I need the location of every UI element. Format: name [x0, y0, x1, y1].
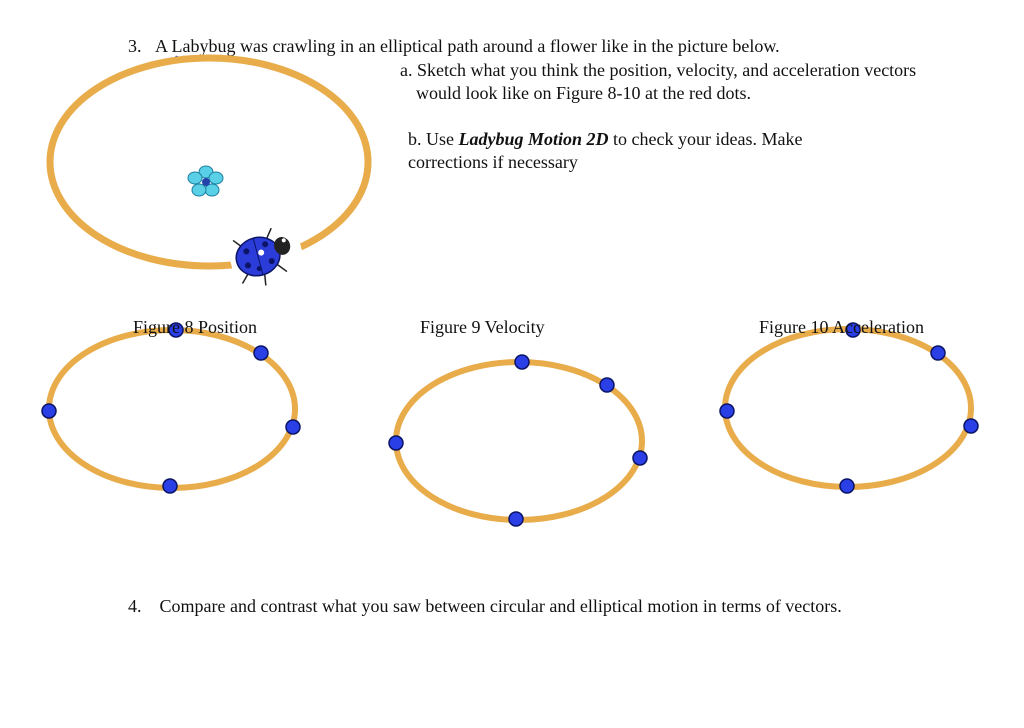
- acceleration-dot: [930, 345, 946, 361]
- velocity-dot: [388, 435, 404, 451]
- figure-8-caption: Figure 8 Position: [133, 317, 258, 337]
- position-dot: [162, 478, 178, 494]
- position-dot: [168, 322, 184, 338]
- part-a-line-2: would look like on Figure 8-10 at the re…: [416, 83, 751, 103]
- question-3-line: 3. A Labybug was crawling in an elliptic…: [128, 35, 780, 57]
- question-4-number: 4.: [128, 596, 142, 616]
- misspelled-word: Labybug: [171, 36, 236, 56]
- velocity-dot: [508, 511, 524, 527]
- part-a-line-1: a. Sketch what you think the position, v…: [400, 60, 917, 80]
- question-4-text: Compare and contrast what you saw betwee…: [159, 596, 842, 616]
- acceleration-dot: [963, 418, 979, 434]
- flower-icon: [187, 165, 224, 197]
- position-dot: [253, 345, 269, 361]
- acceleration-dot: [839, 478, 855, 494]
- velocity-dot: [632, 450, 648, 466]
- figure-10-caption: Figure 10 Acceleration: [759, 317, 924, 337]
- part-b-prefix: b. Use: [408, 129, 459, 149]
- ladybug-icon: [221, 210, 310, 297]
- question-3-lead: A: [155, 36, 168, 56]
- position-dot: [285, 419, 301, 435]
- part-b-app-name: Ladybug Motion 2D: [458, 129, 609, 149]
- part-b-suffix: to check your ideas. Make: [608, 129, 803, 149]
- part-b-line-1: b. Use Ladybug Motion 2D to check your i…: [408, 128, 802, 150]
- question-3-text: was crawling in an elliptical path aroun…: [240, 36, 780, 56]
- acceleration-dot: [845, 322, 861, 338]
- acceleration-dot: [719, 403, 735, 419]
- figure-9-caption: Figure 9 Velocity: [420, 317, 545, 337]
- question-3-number: 3.: [128, 36, 142, 56]
- position-dot: [41, 403, 57, 419]
- main-elliptical-path: [46, 54, 372, 270]
- velocity-dot: [514, 354, 530, 370]
- velocity-dot: [599, 377, 615, 393]
- part-b-line-2: corrections if necessary: [408, 152, 578, 172]
- question-4-line: 4. Compare and contrast what you saw bet…: [128, 595, 842, 617]
